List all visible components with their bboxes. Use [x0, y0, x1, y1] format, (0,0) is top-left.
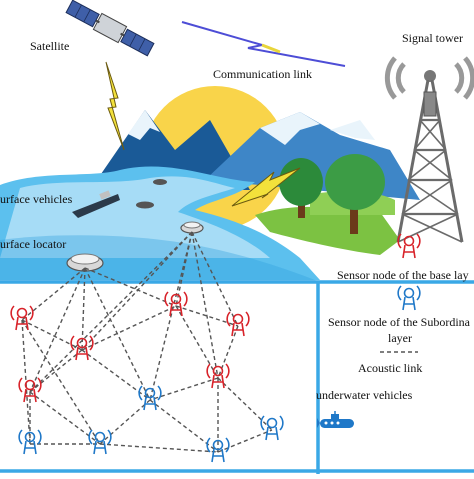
acoustic-link-line: [217, 377, 273, 431]
sensor-node-layer: [10, 291, 284, 463]
sensor-subordinate-label-2: layer: [388, 331, 412, 345]
acoustic-link-line: [217, 429, 273, 453]
surface-vehicles-label: urface vehicles: [0, 192, 73, 206]
subordinate-sensor-node-icon: [88, 429, 112, 455]
lightning-icon: [105, 61, 301, 207]
signal-tower-icon: [384, 56, 474, 243]
subordinate-sensor-node-icon: [397, 285, 421, 311]
acoustic-link-line: [81, 305, 177, 351]
acoustic-link-line: [175, 305, 239, 327]
communication-link-label: Communication link: [213, 67, 312, 81]
acoustic-link-line: [149, 231, 193, 401]
acoustic-link-label: Acoustic link: [358, 361, 422, 375]
base-sensor-node-icon: [10, 305, 34, 331]
signal-tower-label: Signal tower: [402, 31, 463, 45]
acoustic-link-line: [99, 399, 151, 445]
acoustic-link-line: [81, 231, 193, 351]
subordinate-sensor-node-icon: [260, 415, 284, 441]
acoustic-link-line: [29, 231, 193, 393]
surface-locator-label: urface locator: [0, 237, 66, 251]
acoustic-link-line: [21, 319, 101, 445]
sensor-base-label: Sensor node of the base lay: [337, 268, 469, 282]
acoustic-link-line: [175, 231, 193, 307]
satellite-label: Satellite: [30, 39, 69, 53]
acoustic-link-line: [217, 325, 239, 379]
acoustic-link-line: [99, 443, 219, 453]
tree-icon: [279, 154, 385, 234]
acoustic-link-line: [29, 391, 101, 445]
underwater-vehicles-label: underwater vehicles: [316, 388, 413, 402]
acoustic-link-line: [29, 267, 86, 393]
communication-link: [181, 21, 346, 67]
surface-vehicle-icon: [72, 179, 167, 218]
acoustic-link-line: [29, 349, 83, 393]
acoustic-link-line: [191, 231, 239, 327]
acoustic-link-line: [84, 267, 177, 307]
acoustic-link-line: [191, 231, 219, 379]
underwater-vehicle-icon: [317, 411, 354, 428]
acoustic-link-mesh: [21, 231, 273, 453]
acoustic-link-line: [149, 377, 219, 401]
sensor-subordinate-label-1: Sensor node of the Subordina: [328, 315, 471, 329]
surface-locator-icon: [66, 221, 204, 272]
sea-boundary: [0, 280, 474, 474]
satellite-icon: [65, 0, 155, 57]
